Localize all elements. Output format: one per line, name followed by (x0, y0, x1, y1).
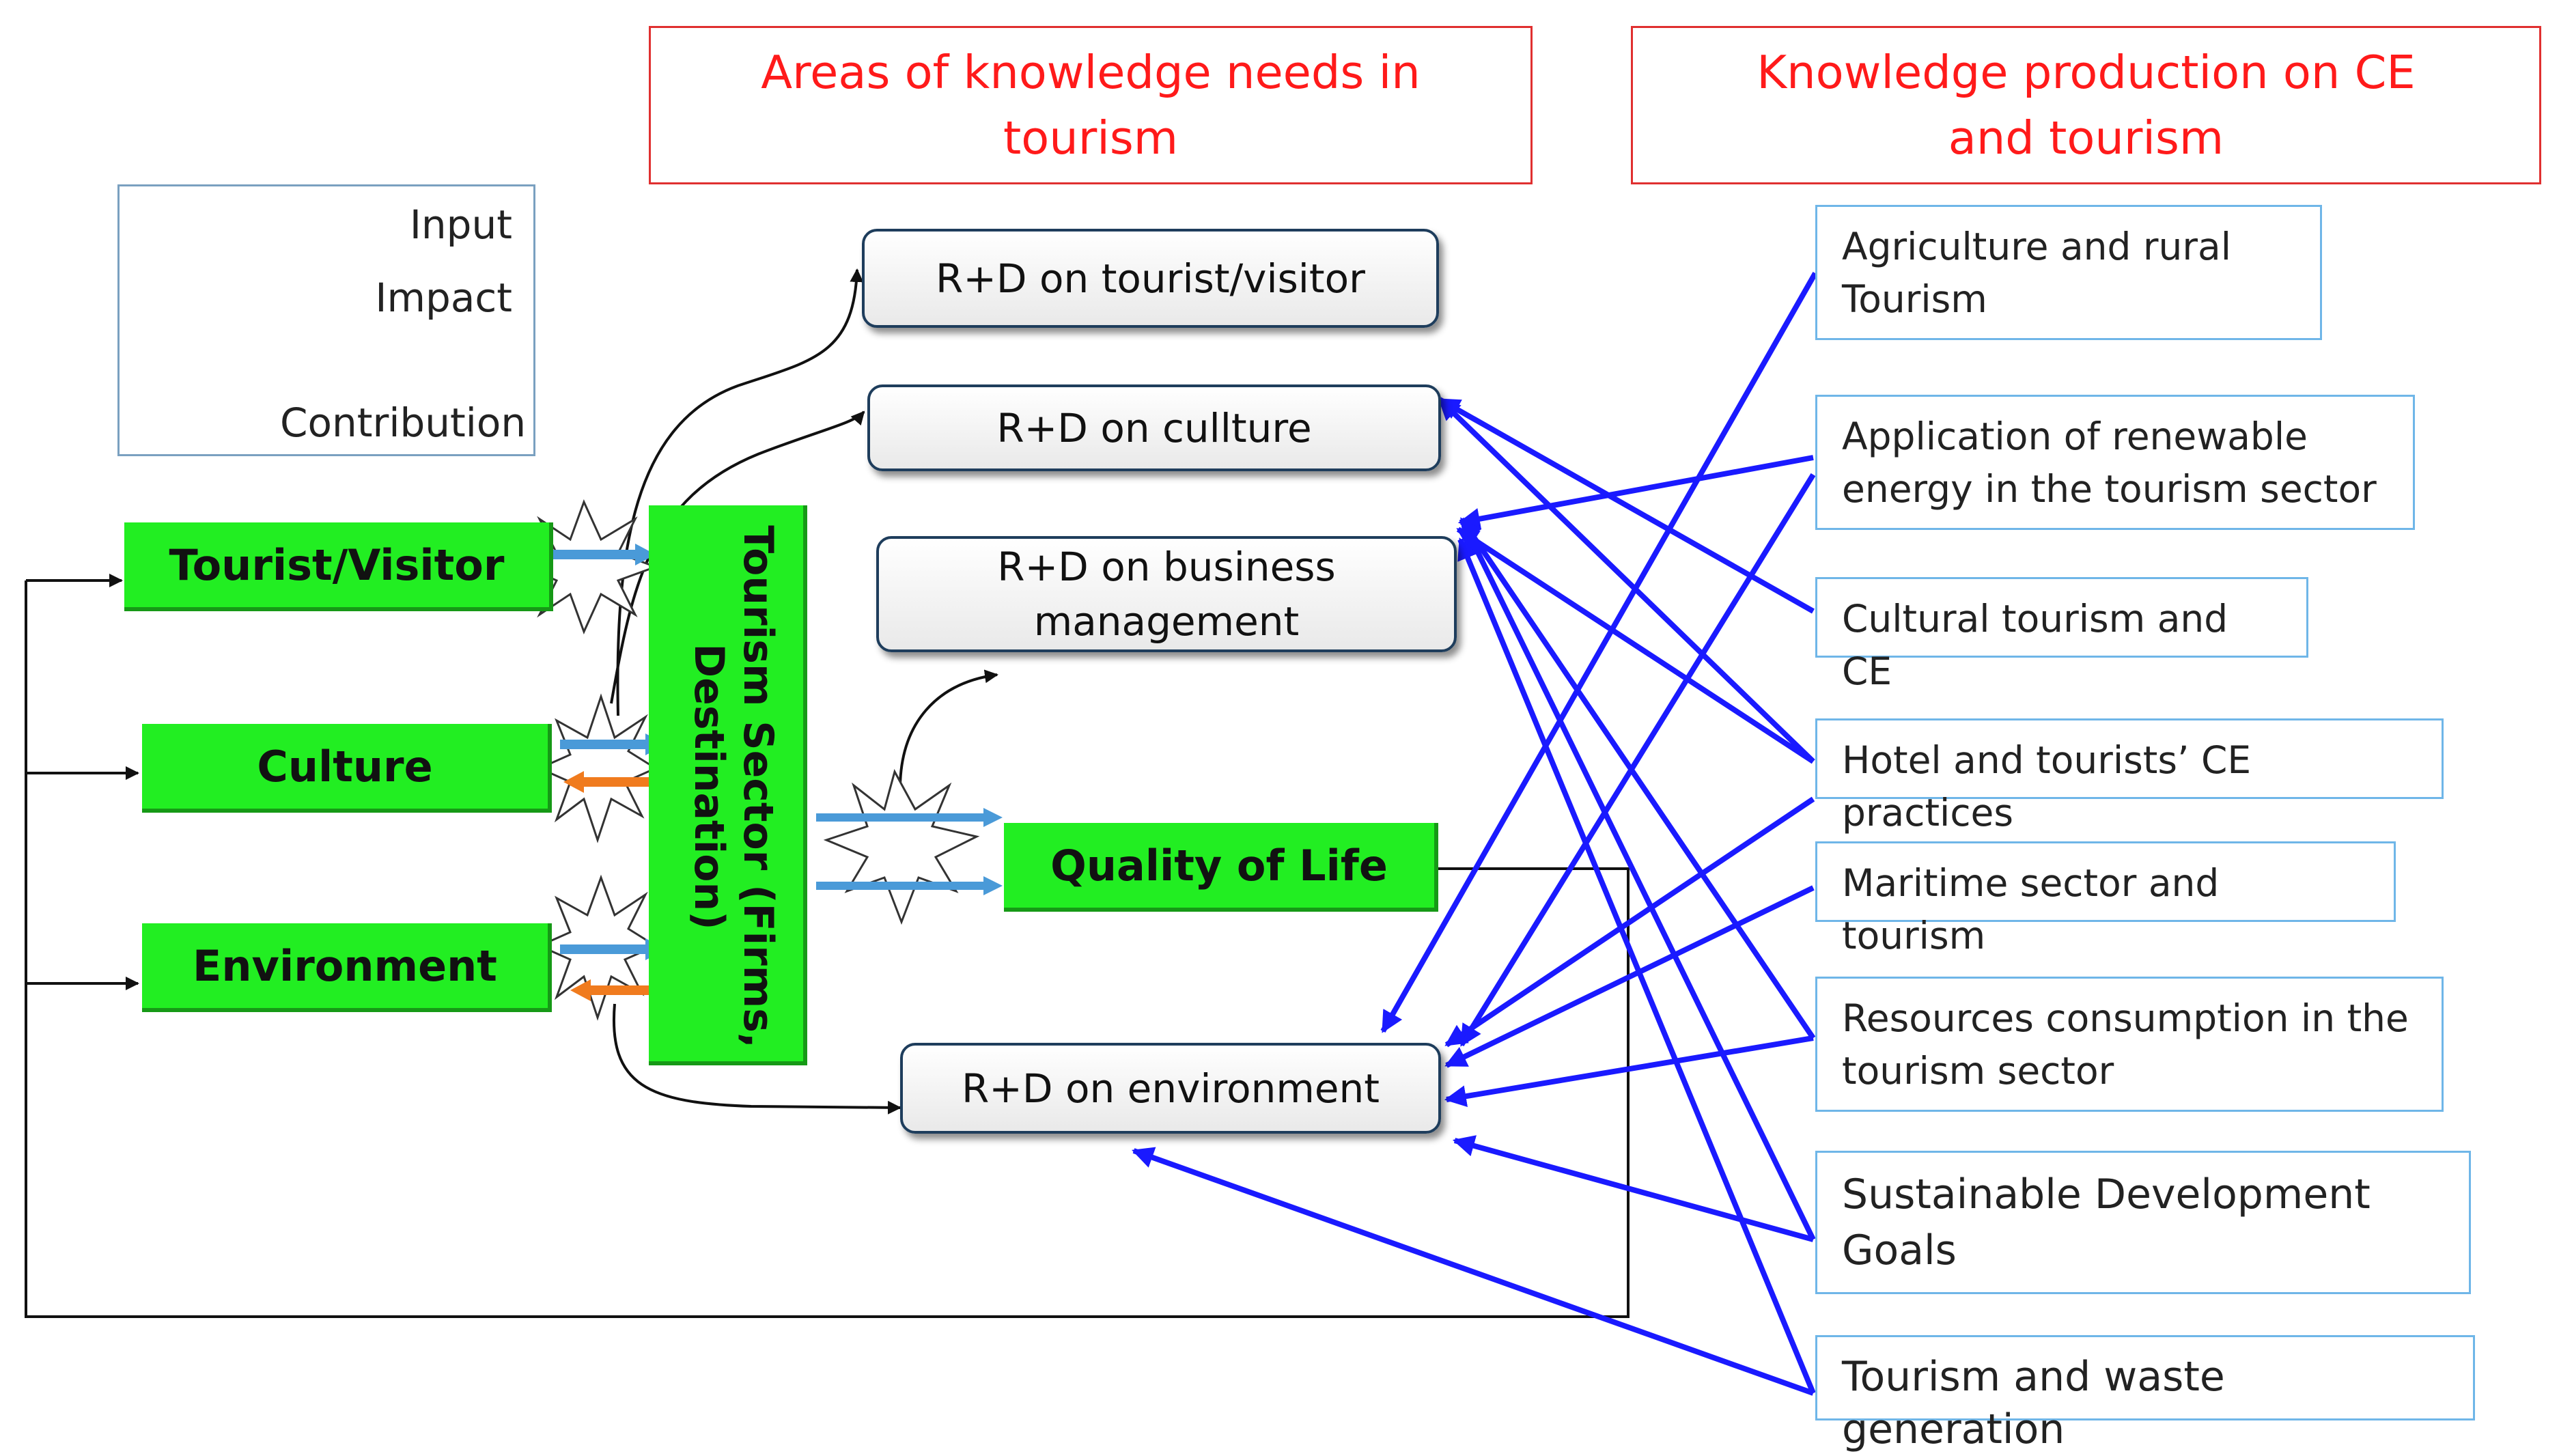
legend-box (117, 184, 535, 456)
tourism-sector-label: Tourism Sector (Firms, Destination) (685, 525, 782, 1048)
tourist-visitor-box: Tourist/Visitor (124, 522, 553, 611)
tourism-sector-box (649, 505, 807, 1065)
kp-sdgs: Sustainable Development Goals (1815, 1151, 2471, 1294)
rd-business-management: R+D on business management (876, 536, 1457, 652)
kp-waste-generation: Tourism and waste generation (1815, 1335, 2475, 1453)
areas-header: Areas of knowledge needs in tourism (649, 26, 1533, 184)
quality-of-life-box: Quality of Life (1004, 823, 1438, 912)
impact-arrows (563, 771, 659, 1001)
environment-box: Environment (142, 923, 552, 1012)
kp-renewable-energy: Application of renewable energy in the t… (1815, 395, 2415, 530)
culture-box: Culture (142, 724, 552, 813)
rd-environment: R+D on environment (900, 1043, 1441, 1134)
legend-contribution-label: Contribution (280, 400, 527, 446)
kp-cultural-tourism: Cultural tourism and CE (1815, 577, 2308, 693)
production-header: Knowledge production on CE and tourism (1631, 26, 2541, 184)
rd-tourist-visitor: R+D on tourist/visitor (862, 229, 1439, 328)
feedback-loop (25, 574, 1630, 1318)
kp-hotel-practices: Hotel and tourists’ CE practices (1815, 718, 2444, 835)
legend-impact-label: Impact (375, 275, 512, 321)
kp-maritime-sector: Maritime sector and tourism (1815, 841, 2396, 957)
starburst-markers (523, 499, 980, 1021)
kp-agriculture-rural: Agriculture and rural Tourism (1815, 205, 2322, 340)
rd-culture: R+D on cullture (867, 384, 1441, 471)
knowledge-links (1131, 272, 1818, 1396)
legend-input-label: Input (409, 201, 512, 248)
kp-resources-consumption: Resources consumption in the tourism sec… (1815, 977, 2444, 1112)
